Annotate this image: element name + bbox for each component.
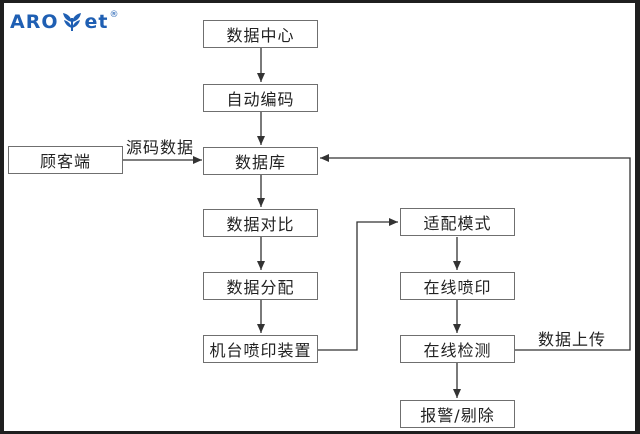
logo-text-left: ARO [10,11,59,33]
node-alarm-reject: 报警/剔除 [400,400,515,428]
edge-label-source-data: 源码数据 [126,138,195,157]
node-customer: 顾客端 [8,146,123,174]
node-auto-encode: 自动编码 [203,84,318,112]
node-online-inspect-label: 在线检测 [423,341,492,360]
node-database: 数据库 [203,147,318,175]
edge-label-data-upload: 数据上传 [538,330,607,349]
node-data-distribute-label: 数据分配 [226,278,295,297]
node-data-compare: 数据对比 [203,209,318,237]
node-data-center-label: 数据中心 [226,26,295,45]
registered-mark: ® [109,10,120,20]
node-data-distribute: 数据分配 [203,272,318,300]
node-alarm-reject-label: 报警/剔除 [420,406,495,425]
node-online-inspect: 在线检测 [400,335,515,363]
wheat-leaf-icon [62,13,81,31]
node-data-center: 数据中心 [203,20,318,48]
node-data-compare-label: 数据对比 [226,215,295,234]
node-online-print-label: 在线喷印 [423,278,492,297]
diagram-canvas [4,3,635,431]
node-adapt-mode: 适配模式 [400,208,515,236]
node-database-label: 数据库 [234,153,286,172]
arrow-device-to-adapt [318,218,398,351]
arrow-upload-to-database [320,154,631,351]
node-online-print: 在线喷印 [400,272,515,300]
node-auto-encode-label: 自动编码 [226,90,295,109]
brand-logo: ARO et ® [10,10,119,34]
node-customer-label: 顾客端 [39,152,91,171]
node-adapt-mode-label: 适配模式 [423,214,492,233]
logo-text-right: et [84,11,109,33]
node-inkjet-device-label: 机台喷印装置 [209,341,312,360]
node-inkjet-device: 机台喷印装置 [203,335,318,363]
